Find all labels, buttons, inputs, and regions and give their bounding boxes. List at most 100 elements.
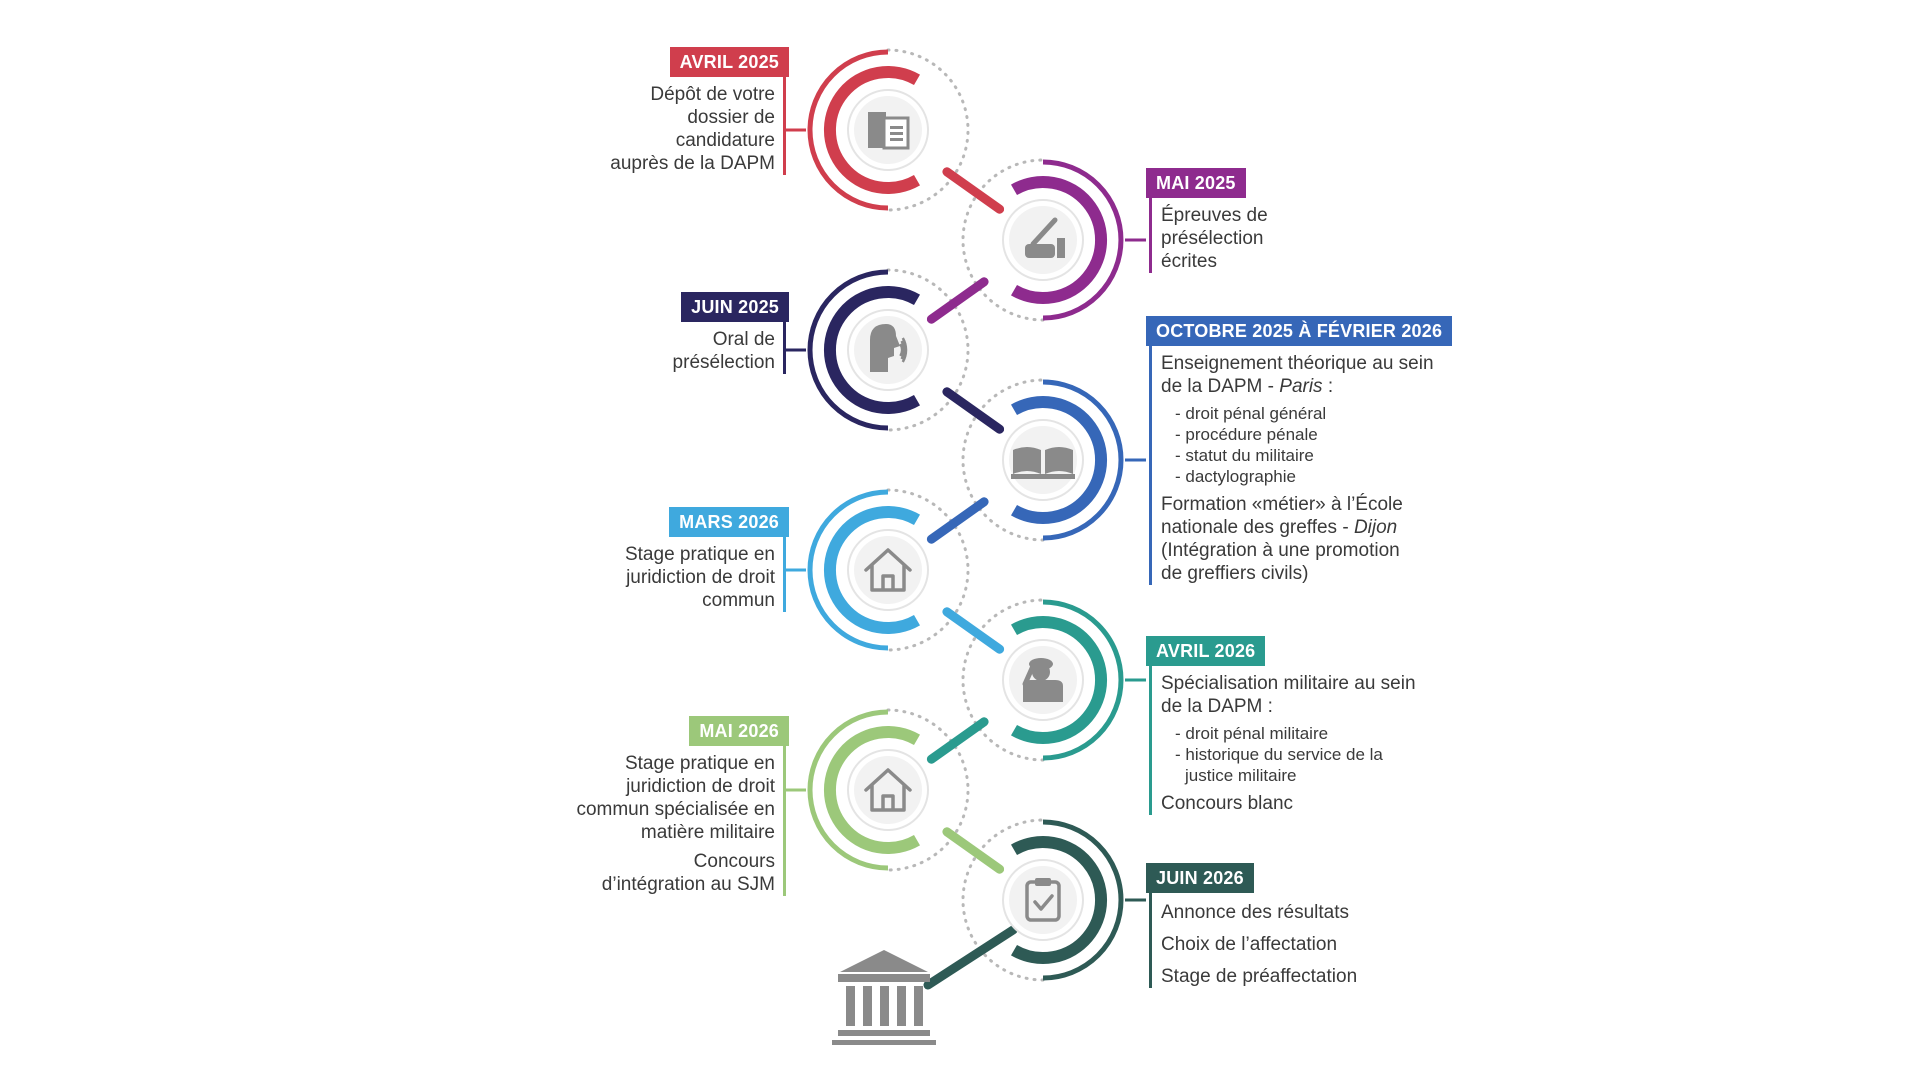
text-line: de greffiers civils) <box>1161 563 1309 584</box>
connector-line <box>942 387 1005 434</box>
list-item: statut du militaire <box>1175 445 1452 466</box>
city-name: Paris <box>1279 376 1323 397</box>
text-line: Dépôt de votre <box>650 84 775 105</box>
text-line: matière militaire <box>640 822 775 843</box>
step-description: Spécialisation militaire au sein de la D… <box>1149 666 1425 815</box>
step-mars-2026: MARS 2026 Stage pratique en juridiction … <box>625 507 789 612</box>
date-badge: MAI 2026 <box>689 716 789 746</box>
step-avril-2026: AVRIL 2026 Spécialisation militaire au s… <box>1146 636 1425 815</box>
courthouse-icon <box>832 950 936 1045</box>
list-item: dactylographie <box>1175 466 1452 487</box>
date-badge: AVRIL 2025 <box>669 47 789 77</box>
list-item: historique du service de la justice mili… <box>1175 744 1425 786</box>
outer-arc <box>807 49 889 211</box>
house-icon <box>847 529 929 611</box>
inner-arc <box>824 506 920 634</box>
outer-arc <box>1042 599 1124 761</box>
step-mai-2026: MAI 2026 Stage pratique en juridiction d… <box>576 716 789 896</box>
text-fragment: de la DAPM - <box>1161 376 1280 397</box>
color-arcs <box>786 49 1146 981</box>
text-line: de la DAPM : <box>1161 696 1273 717</box>
date-badge: MARS 2026 <box>669 507 789 537</box>
outer-arc <box>1042 159 1124 321</box>
connector-line <box>942 607 1005 654</box>
clipboard-check-icon <box>1002 859 1084 941</box>
bullet-list: droit pénal militaire historique du serv… <box>1161 723 1425 786</box>
date-badge: AVRIL 2026 <box>1146 636 1266 666</box>
date-badge: JUIN 2026 <box>1146 863 1254 893</box>
text-line: Épreuves de <box>1161 205 1268 226</box>
step-octobre-2025-fevrier-2026: OCTOBRE 2025 À FÉVRIER 2026 Enseignement… <box>1146 316 1453 585</box>
outer-arc <box>807 489 889 651</box>
connector-line <box>942 167 1005 214</box>
text-line: présélection <box>1161 228 1264 249</box>
text-line: Oral de <box>712 329 775 350</box>
date-badge: MAI 2025 <box>1146 168 1246 198</box>
date-badge: JUIN 2025 <box>681 292 789 322</box>
inner-arc <box>824 66 920 194</box>
step-description: Annonce des résultats Choix de l’affecta… <box>1149 893 1357 988</box>
text-line: Choix de l’affectation <box>1161 934 1338 955</box>
bullet-list: droit pénal général procédure pénale sta… <box>1161 403 1452 487</box>
text-line: nationale des greffes - Dijon <box>1161 516 1452 539</box>
text-line: écrites <box>1161 251 1217 272</box>
inner-arc <box>1011 176 1107 304</box>
connector-line <box>926 277 989 324</box>
date-badge: OCTOBRE 2025 À FÉVRIER 2026 <box>1146 316 1453 346</box>
connectors <box>923 167 1018 990</box>
connector-line <box>942 827 1005 874</box>
text-line: Stage pratique en <box>624 544 775 565</box>
text-line: candidature <box>675 130 775 151</box>
text-line: commun spécialisée en <box>576 799 775 820</box>
list-item: procédure pénale <box>1175 424 1452 445</box>
text-line: Enseignement théorique au sein <box>1161 353 1434 374</box>
text-fragment: nationale des greffes - <box>1161 517 1354 538</box>
list-item: droit pénal général <box>1175 403 1452 424</box>
city-name: Dijon <box>1353 517 1398 538</box>
step-description: Dépôt de votre dossier de candidature au… <box>610 77 786 175</box>
text-line: Stage de préaffectation <box>1161 966 1358 987</box>
text-line: d’intégration au SJM <box>601 874 775 895</box>
text-line: juridiction de droit <box>626 776 775 797</box>
text-line: auprès de la DAPM <box>610 153 775 174</box>
writing-hand-icon <box>1002 199 1084 281</box>
documents-icon <box>847 89 929 171</box>
step-avril-2025: AVRIL 2025 Dépôt de votre dossier de can… <box>610 47 789 175</box>
text-line: de la DAPM - Paris : <box>1161 375 1452 398</box>
outer-arc <box>1042 819 1124 981</box>
step-description: Épreuves de présélection écrites <box>1149 198 1268 273</box>
step-description: Stage pratique en juridiction de droit c… <box>625 537 786 612</box>
connector-line <box>923 925 1018 990</box>
text-line: Annonce des résultats <box>1161 902 1350 923</box>
house-icon <box>847 749 929 831</box>
text-line: Concours <box>693 851 775 872</box>
text-line: Spécialisation militaire au sein <box>1161 673 1416 694</box>
text-line: dossier de <box>687 107 775 128</box>
text-line: présélection <box>672 352 775 373</box>
connector-line <box>926 717 989 764</box>
text-line: Formation «métier» à l’École <box>1161 494 1403 515</box>
connector-line <box>926 497 989 544</box>
speaking-head-icon <box>847 309 929 391</box>
inner-arc <box>1011 616 1107 744</box>
open-book-icon <box>1002 419 1084 501</box>
step-description: Stage pratique en juridiction de droit c… <box>576 746 786 896</box>
step-mai-2025: MAI 2025 Épreuves de présélection écrite… <box>1146 168 1268 273</box>
step-description: Oral de présélection <box>673 322 786 374</box>
step-juin-2026: JUIN 2026 Annonce des résultats Choix de… <box>1146 863 1357 988</box>
outer-arc <box>807 269 889 431</box>
outer-arc <box>807 709 889 871</box>
text-line: commun <box>702 590 775 611</box>
text-line: (Intégration à une promotion <box>1161 540 1400 561</box>
text-line: Stage pratique en <box>624 753 775 774</box>
nodes <box>847 89 1084 941</box>
text-fragment: : <box>1322 376 1334 397</box>
inner-arc <box>1011 836 1107 964</box>
step-description: Enseignement théorique au sein de la DAP… <box>1149 346 1452 585</box>
inner-arc <box>824 286 920 414</box>
inner-arc <box>1011 396 1107 524</box>
list-item: droit pénal militaire <box>1175 723 1425 744</box>
text-line: juridiction de droit <box>626 567 775 588</box>
saluting-soldier-icon <box>1002 639 1084 721</box>
